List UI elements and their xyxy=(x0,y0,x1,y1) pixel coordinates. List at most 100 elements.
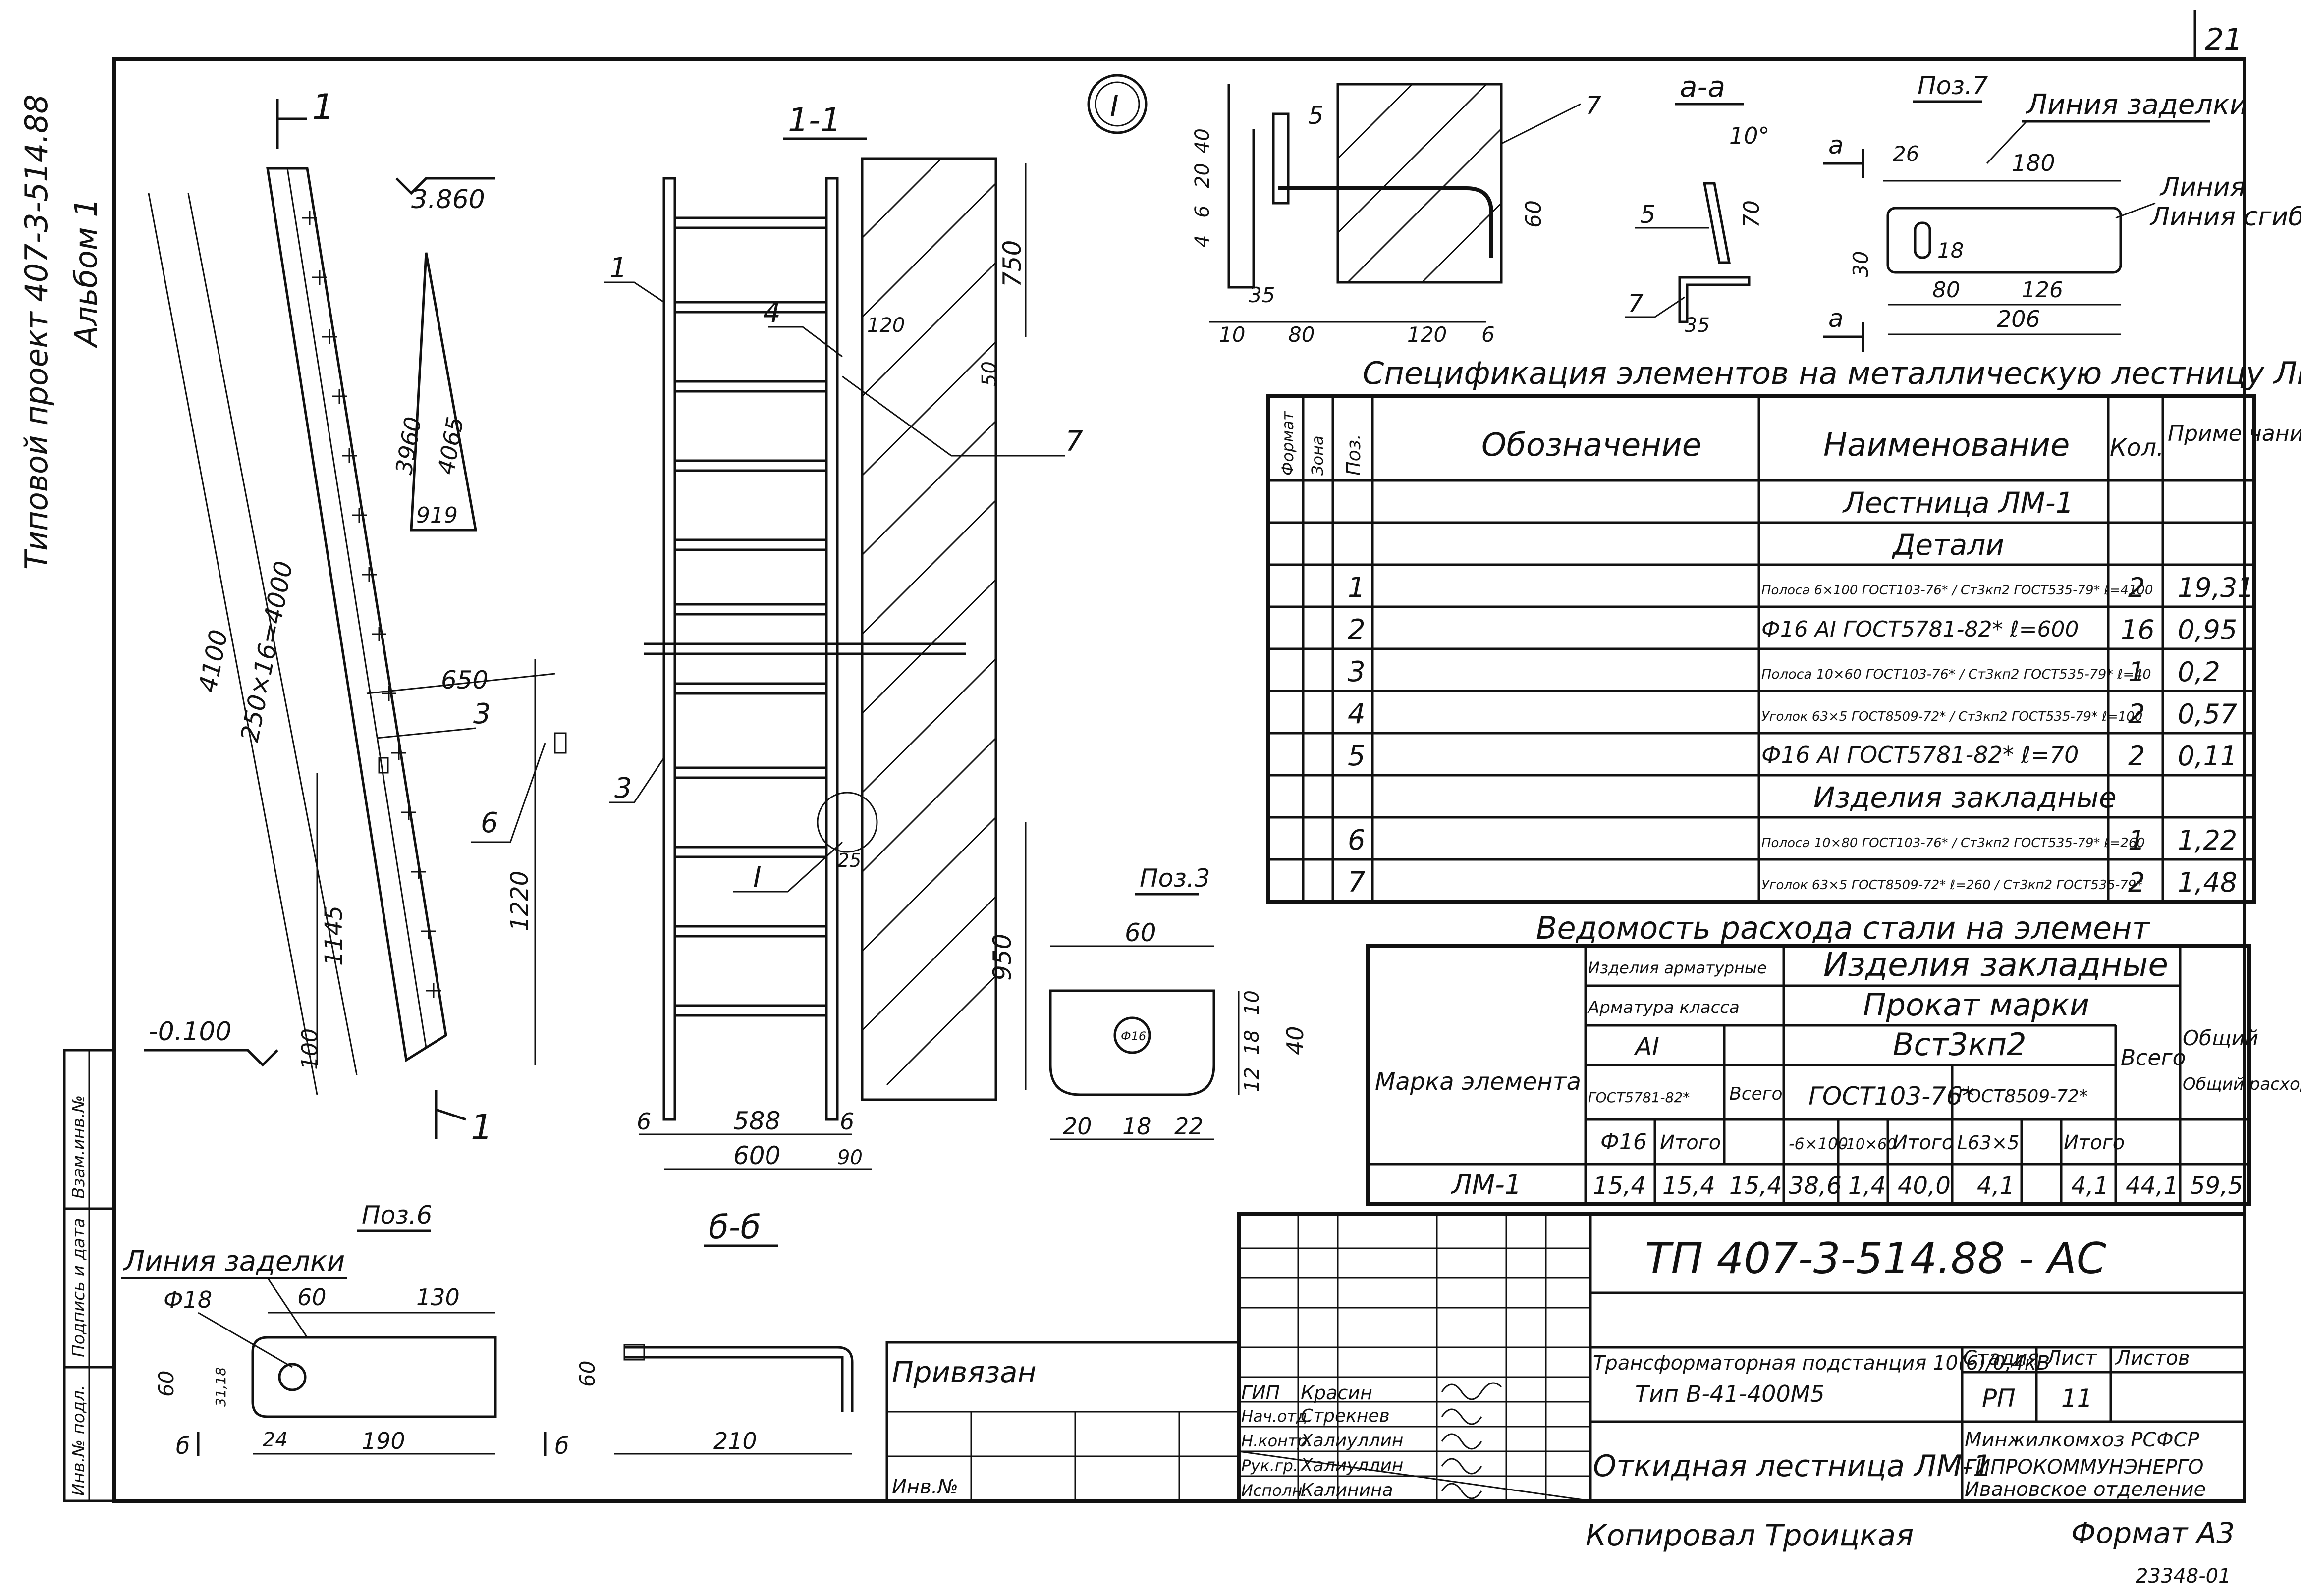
spec-row-1-name: Детали xyxy=(1891,528,2004,562)
node-dim-6b: 6 xyxy=(1481,322,1495,347)
steel-row-v3: 15,4 xyxy=(1729,1172,1782,1200)
spec-h-format: Формат xyxy=(1278,411,1297,476)
side-project-text: Типовой проект 407-3-514.88 xyxy=(18,94,55,570)
stamp-sheet: 11 xyxy=(2061,1384,2093,1413)
spec-row-3-name: Ф16 АI ГОСТ5781-82* ℓ=600 xyxy=(1761,617,2079,642)
pos6-d190: 190 xyxy=(362,1428,405,1454)
dim-588: 588 xyxy=(733,1107,780,1135)
pos3-d40: 40 xyxy=(1282,1026,1309,1055)
spec-row-6-pos: 5 xyxy=(1348,740,1366,772)
pos7-d26: 26 xyxy=(1893,142,1919,166)
steel-h-10x60: -10×60 xyxy=(1841,1136,1896,1153)
dim-650: 650 xyxy=(441,666,488,694)
steel-title: Ведомость расхода стали на элемент xyxy=(1536,910,2151,946)
strip-label-inv: Инв.№ подл. xyxy=(69,1385,89,1496)
spec-row-4-pos: 3 xyxy=(1348,656,1366,688)
node-dim-6: 6 xyxy=(1191,206,1214,218)
side-album-text: Альбом 1 xyxy=(68,198,104,349)
dim-950: 950 xyxy=(988,934,1017,981)
steel-h-rebar: Изделия арматурные xyxy=(1588,958,1767,977)
spec-row-9-name: Уголок 63×5 ГОСТ8509-72* ℓ=260 / Ст3кп2 … xyxy=(1761,878,2142,893)
stamp-sheets-h: Листов xyxy=(2115,1347,2190,1370)
stamp-type: Тип В-41-400М5 xyxy=(1635,1381,1825,1407)
footer-copied: Копировал Троицкая xyxy=(1586,1518,1914,1553)
dim-50: 50 xyxy=(978,361,1001,386)
stamp-code: ТП 407-3-514.88 - АС xyxy=(1645,1234,2106,1283)
steel-h-itogo: Итого xyxy=(1660,1131,1721,1154)
node-dim-20: 20 xyxy=(1191,163,1214,188)
pos7-a-bottom: а xyxy=(1828,304,1844,333)
aa-dim-10deg: 10° xyxy=(1729,122,1770,149)
spec-row-3-qty: 16 xyxy=(2121,614,2155,645)
spec-row-5-pos: 4 xyxy=(1348,698,1366,730)
stamp-object: Трансформаторная подстанция 10(6)/0,4кВ xyxy=(1593,1352,2050,1375)
pos-label-7: 7 xyxy=(1065,426,1083,458)
stamp-org2: ГИПРОКОММУНЭНЕРГО xyxy=(1965,1456,2203,1479)
dim-100: 100 xyxy=(297,1028,323,1070)
stamp-name-3: Халиуллин xyxy=(1300,1455,1403,1476)
stamp-bound: Привязан xyxy=(892,1355,1037,1389)
steel-h-gost103: ГОСТ103-76* xyxy=(1808,1082,1974,1111)
pos7-a-top: а xyxy=(1828,131,1844,160)
node-dim-10: 10 xyxy=(1219,322,1245,347)
pos-label-1: 1 xyxy=(609,252,627,284)
spec-row-8-qty: 1 xyxy=(2128,825,2145,856)
spec-row-9-note: 1,48 xyxy=(2178,867,2237,898)
spec-row-8-note: 1,22 xyxy=(2178,825,2237,856)
spec-row-6-note: 0,11 xyxy=(2178,741,2237,772)
pos3-d20: 20 xyxy=(1063,1113,1092,1140)
dim-1145: 1145 xyxy=(320,905,348,966)
steel-row-v7: 4,1 xyxy=(1977,1172,2015,1200)
pos3-d12: 12 xyxy=(1241,1067,1263,1092)
spec-row-6-qty: 2 xyxy=(2128,741,2145,772)
spec-row-2-pos: 1 xyxy=(1348,572,1366,604)
pos7-d80: 80 xyxy=(1932,277,1960,303)
aa-dim-35: 35 xyxy=(1685,314,1710,337)
stamp-stage-h: Стадия xyxy=(1963,1347,2039,1370)
pos6-d60r: 60 xyxy=(575,1361,600,1387)
spec-row-8-name: Полоса 10×80 ГОСТ103-76* / Ст3кп2 ГОСТ53… xyxy=(1761,836,2145,851)
pos3-detail: Поз.3 60 Ф16 10 18 12 40 20 18 22 xyxy=(1049,864,1309,1140)
footer-format: Формат А3 xyxy=(2071,1516,2235,1550)
pos6-d60: 60 xyxy=(297,1284,327,1311)
pos3-title: Поз.3 xyxy=(1140,864,1210,893)
pos6-d130: 130 xyxy=(416,1284,460,1311)
pos3-d18: 18 xyxy=(1241,1030,1263,1055)
pos7-d206: 206 xyxy=(1997,306,2040,332)
steel-row-v8: 4,1 xyxy=(2071,1172,2109,1200)
pos6-b-left: б xyxy=(176,1433,190,1459)
steel-row-v6: 40,0 xyxy=(1898,1172,1951,1200)
steel-h-d16: Ф16 xyxy=(1600,1129,1647,1155)
dim-90: 90 xyxy=(837,1146,863,1169)
pos3-d22: 22 xyxy=(1174,1113,1204,1140)
dim-600: 600 xyxy=(733,1141,780,1170)
steel-h-l63: L63×5 xyxy=(1957,1132,2020,1154)
steel-h-rebar-class: Арматура класса xyxy=(1587,998,1740,1017)
pos6-d31: 31,18 xyxy=(213,1367,229,1407)
pos6-d60v: 60 xyxy=(154,1371,178,1397)
spec-row-0-name: Лестница ЛМ-1 xyxy=(1842,486,2074,520)
node-I-detail: I 5 7 4 6 20 40 60 35 10 80 120 6 xyxy=(1087,74,1601,347)
stamp-org1: Минжилкомхоз РСФСР xyxy=(1965,1429,2200,1451)
pos7-line-bend-1: Линия xyxy=(2159,172,2246,202)
ladder-side-view: 1 1 3.860 -0.100 xyxy=(144,87,567,1148)
spec-row-4-qty: 1 xyxy=(2128,656,2145,688)
node-I-callout: I xyxy=(753,861,762,894)
stamp-role-4: Исполн. xyxy=(1241,1481,1308,1500)
spec-row-4-note: 0,2 xyxy=(2178,656,2220,688)
steel-row-mark: ЛМ-1 xyxy=(1451,1169,1522,1200)
steel-h-rolled: Прокат марки xyxy=(1863,987,2089,1023)
steel-h-grand: Общий расход xyxy=(2183,1074,2301,1094)
stamp-name-2: Халиуллин xyxy=(1300,1431,1403,1451)
steel-h-total: Всего xyxy=(2121,1045,2186,1070)
stamp-inv: Инв.№ xyxy=(892,1476,958,1498)
aa-pos7: 7 xyxy=(1628,289,1644,318)
spec-row-2-qty: 2 xyxy=(2128,572,2145,603)
steel-row-v4: 38,6 xyxy=(1789,1172,1842,1200)
node-dim-35: 35 xyxy=(1249,283,1275,307)
page-number-box xyxy=(2193,10,2245,61)
section-a-a: а-а 10° 70 35 5 7 xyxy=(1625,70,1770,337)
left-strip: Инв.№ подл. Подпись и дата Взам.инв.№ xyxy=(63,1049,115,1502)
dim-120: 120 xyxy=(867,314,905,337)
spec-h-pos: Поз. xyxy=(1343,434,1365,476)
